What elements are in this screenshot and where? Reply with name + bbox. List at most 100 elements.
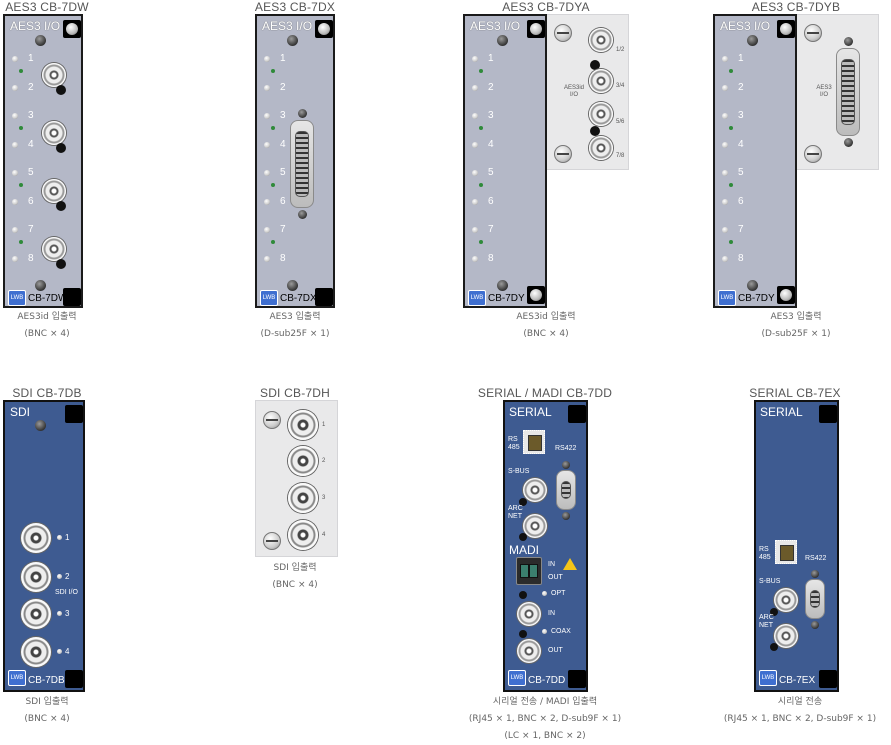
caption-line: (LC × 1, BNC × 2) bbox=[504, 731, 586, 741]
serial-cb7ex-panel: SERIAL RS 485 RS422 S-BUS ARC NET LWB CB… bbox=[754, 400, 839, 692]
led-icon bbox=[57, 649, 62, 654]
brand-logo: LWB bbox=[759, 670, 777, 686]
channel-number: 8 bbox=[28, 253, 34, 264]
channel-number: 2 bbox=[28, 82, 34, 93]
port-label: 7/8 bbox=[616, 153, 625, 159]
bnc-connector-icon bbox=[42, 237, 66, 261]
bnc-connector-icon bbox=[21, 562, 51, 592]
channel-number: 8 bbox=[488, 253, 494, 264]
latch-icon bbox=[65, 405, 83, 423]
card-title: AES3 CB-7DYB bbox=[751, 0, 841, 14]
bnc-connector-icon bbox=[21, 637, 51, 667]
latch-icon bbox=[65, 670, 83, 688]
port-label: 2 bbox=[322, 458, 326, 464]
caption-line: (D-sub25F × 1) bbox=[260, 329, 330, 339]
bnc-connector-icon bbox=[42, 179, 66, 203]
channel-number: 4 bbox=[488, 139, 494, 150]
channel-number: 4 bbox=[28, 139, 34, 150]
card-title: SERIAL / MADI CB-7DD bbox=[477, 386, 613, 400]
channel-number: 2 bbox=[488, 82, 494, 93]
caption: 시리얼 전송 / MADI 입출력(RJ45 × 1, BNC × 2, D-s… bbox=[455, 694, 635, 745]
led-icon bbox=[472, 56, 478, 62]
channel-number: 1 bbox=[738, 53, 744, 64]
led-icon bbox=[264, 170, 270, 176]
brand-logo: LWB bbox=[8, 290, 26, 306]
bnc-connector-icon bbox=[42, 121, 66, 145]
screw-icon bbox=[562, 461, 570, 469]
bnc-connector-icon bbox=[21, 599, 51, 629]
panel-label: AES3 I/O bbox=[262, 19, 313, 33]
knob-icon bbox=[590, 60, 600, 70]
screw-icon bbox=[263, 532, 281, 550]
led-icon bbox=[12, 227, 18, 233]
sbus-label: S-BUS bbox=[508, 468, 530, 475]
bnc-connector-icon bbox=[589, 69, 613, 93]
bnc-connector-icon bbox=[589, 28, 613, 52]
model-label: CB-7DY bbox=[488, 293, 525, 304]
led-icon bbox=[722, 227, 728, 233]
dsub25-connector-icon bbox=[290, 120, 314, 208]
led-icon bbox=[472, 170, 478, 176]
aes3-cb7dx-panel: AES3 I/O 1 2 3 4 5 6 7 8 LWB CB-7DX bbox=[255, 14, 335, 308]
screw-icon bbox=[497, 35, 508, 46]
aes3-cb7dw-panel: AES3 I/O 1 2 3 4 5 6 7 8 LWB CB-7DW bbox=[3, 14, 83, 308]
channel-number: 6 bbox=[488, 196, 494, 207]
sdi-io-label: SDI I/O bbox=[55, 589, 78, 596]
card-title: AES3 CB-7DX bbox=[254, 0, 336, 14]
status-led-icon bbox=[271, 126, 275, 130]
latch-icon bbox=[63, 288, 81, 306]
led-icon bbox=[722, 170, 728, 176]
status-led-icon bbox=[271, 240, 275, 244]
card-title: SERIAL CB-7EX bbox=[749, 386, 841, 400]
card-title: SDI CB-7DB bbox=[12, 386, 82, 400]
knob-icon bbox=[519, 498, 527, 506]
screw-icon bbox=[804, 24, 822, 42]
bnc-connector-icon bbox=[589, 136, 613, 160]
led-icon bbox=[12, 113, 18, 119]
caption: AES3 입출력(D-sub25F × 1) bbox=[735, 309, 857, 343]
rs485-label: RS 485 bbox=[759, 546, 771, 561]
led-icon bbox=[722, 85, 728, 91]
screw-icon bbox=[497, 280, 508, 291]
aes3id-extension-panel: AES3id I/O 1/2 3/4 5/6 7/8 bbox=[545, 14, 629, 170]
caption: SDI 입출력(BNC × 4) bbox=[0, 694, 94, 728]
port-number: 3 bbox=[65, 609, 70, 618]
status-led-icon bbox=[729, 183, 733, 187]
channel-number: 8 bbox=[280, 253, 286, 264]
screw-icon bbox=[35, 35, 46, 46]
led-icon bbox=[472, 227, 478, 233]
caption-line: (BNC × 4) bbox=[523, 329, 569, 339]
latch-icon bbox=[777, 286, 795, 304]
knob-icon bbox=[519, 630, 527, 638]
channel-number: 2 bbox=[280, 82, 286, 93]
lc-fiber-port-icon bbox=[516, 557, 542, 585]
bnc-connector-icon bbox=[774, 624, 798, 648]
port-label: 5/6 bbox=[616, 119, 625, 125]
screw-icon bbox=[844, 37, 853, 46]
led-icon bbox=[264, 85, 270, 91]
port-label: 3 bbox=[322, 495, 326, 501]
dsub9-connector-icon bbox=[805, 579, 825, 619]
port-label: 1 bbox=[322, 422, 326, 428]
latch-icon bbox=[315, 288, 333, 306]
led-icon bbox=[57, 574, 62, 579]
arcnet-label: ARC NET bbox=[508, 505, 523, 520]
caption-line: (BNC × 4) bbox=[272, 580, 318, 590]
bnc-connector-icon bbox=[517, 602, 541, 626]
status-led-icon bbox=[479, 240, 483, 244]
arcnet-label: ARC NET bbox=[759, 614, 774, 629]
caption-line: 시리얼 전송 / MADI 입출력 bbox=[492, 697, 598, 707]
knob-icon bbox=[56, 201, 66, 211]
channel-number: 8 bbox=[738, 253, 744, 264]
screw-icon bbox=[554, 145, 572, 163]
rj45-port-icon bbox=[775, 540, 797, 564]
latch-icon bbox=[777, 20, 795, 38]
madi-label: MADI bbox=[509, 543, 539, 557]
sbus-label: S-BUS bbox=[759, 578, 781, 585]
caption-line: (RJ45 × 1, BNC × 2, D-sub9F × 1) bbox=[723, 714, 877, 724]
latch-icon bbox=[568, 405, 586, 423]
channel-number: 5 bbox=[738, 167, 744, 178]
coax-in-label: IN bbox=[548, 610, 555, 617]
latch-icon bbox=[527, 20, 545, 38]
status-led-icon bbox=[271, 69, 275, 73]
